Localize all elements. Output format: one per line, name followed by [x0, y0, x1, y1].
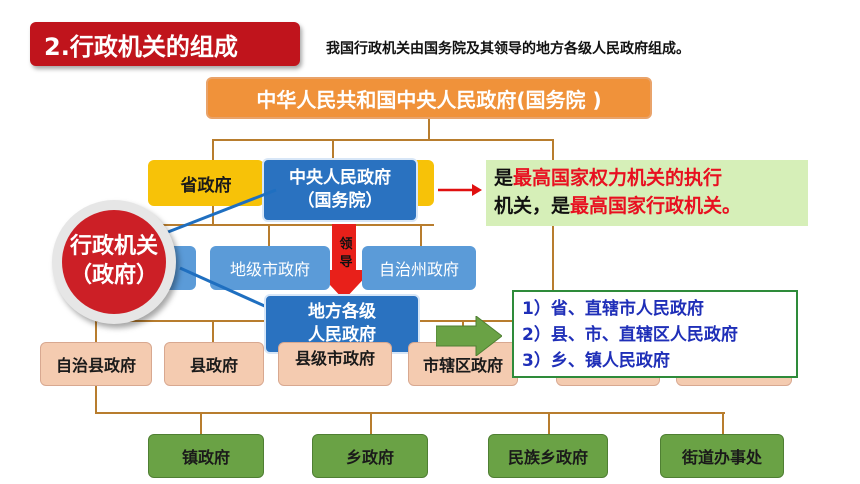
- connector: [212, 139, 214, 161]
- connector: [95, 412, 725, 414]
- admin-organ-line2: （政府）: [69, 263, 158, 288]
- province-government-node: 省政府: [148, 160, 264, 206]
- connector: [370, 412, 372, 434]
- desc-text: 是: [494, 167, 514, 189]
- connector: [200, 412, 202, 434]
- connector: [212, 139, 552, 141]
- central-description: 是最高国家权力机关的执行 机关，是最高国家行政机关。: [486, 160, 808, 226]
- local-label-line1: 地方各级: [308, 302, 376, 323]
- connector: [420, 224, 422, 246]
- county-government-node: 县政府: [164, 342, 264, 386]
- district-government-node: 市辖区政府: [408, 342, 518, 386]
- local-label-line2: 人民政府: [308, 325, 376, 345]
- connector: [428, 118, 430, 140]
- subtitle: 我国行政机关由国务院及其领导的地方各级人民政府组成。: [326, 41, 690, 57]
- lead-label: 领导: [339, 237, 353, 270]
- prefecture-city-government-node: 地级市政府: [210, 246, 330, 290]
- list-item: 2）县、市、直辖区人民政府: [522, 325, 738, 345]
- connector: [268, 224, 270, 246]
- desc-highlight: 最高国家行政机关。: [570, 195, 742, 217]
- desc-highlight: 最高国家权力机关的执行: [513, 167, 723, 189]
- section-title: 2.行政机关的组成: [30, 22, 300, 66]
- lead-arrow-down-icon: [314, 224, 374, 300]
- autonomous-prefecture-government-node: 自治州政府: [362, 246, 476, 290]
- connector: [95, 386, 97, 414]
- central-people-government-node: 中央人民政府 （国务院）: [262, 158, 418, 222]
- list-item: 1）省、直辖市人民政府: [522, 299, 704, 319]
- admin-organ-circle: 行政机关 （政府）: [62, 210, 166, 314]
- township-government-node: 乡政府: [312, 434, 428, 478]
- admin-organ-line1: 行政机关: [69, 234, 158, 260]
- arrow-right-icon: [435, 314, 503, 358]
- town-government-node: 镇政府: [148, 434, 264, 478]
- desc-text: 机关，是: [494, 195, 571, 217]
- local-government-list: 1）省、直辖市人民政府 2）县、市、直辖区人民政府 3）乡、镇人民政府: [512, 290, 798, 378]
- connector: [212, 320, 214, 342]
- connector: [95, 320, 97, 342]
- connector: [722, 412, 724, 434]
- county-level-city-government-node: 县级市政府: [278, 342, 392, 386]
- autonomous-county-government-node: 自治县政府: [40, 342, 152, 386]
- connector: [548, 412, 550, 434]
- connector: [332, 139, 334, 161]
- ethnic-township-government-node: 民族乡政府: [488, 434, 608, 478]
- connector: [148, 224, 434, 226]
- list-item: 3）乡、镇人民政府: [522, 351, 670, 371]
- subdistrict-office-node: 街道办事处: [660, 434, 784, 478]
- central-government-node: 中华人民共和国中央人民政府(国务院 ): [206, 77, 652, 119]
- central-label-line1: 中央人民政府: [289, 168, 391, 189]
- central-label-line2: （国务院）: [297, 191, 383, 211]
- arrow-right-icon: [438, 182, 482, 196]
